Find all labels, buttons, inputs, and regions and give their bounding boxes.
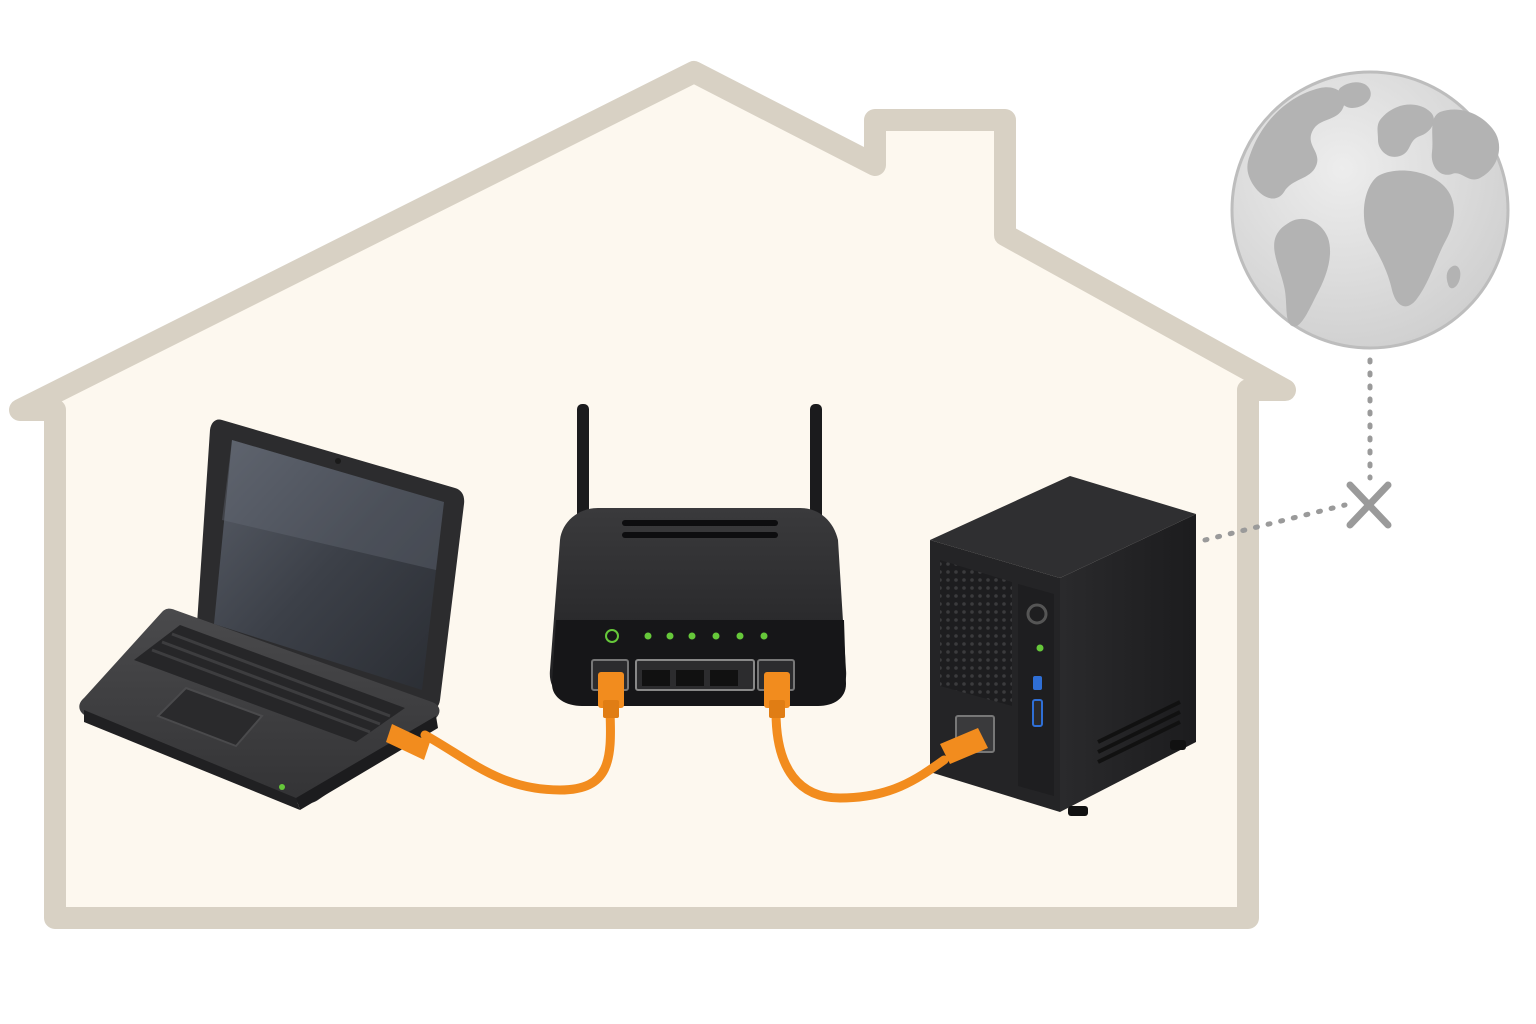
rj45-plug-icon [764, 672, 988, 764]
internet-link-blocked [1202, 357, 1392, 543]
blocked-x-icon [1346, 481, 1392, 529]
globe-icon [1230, 70, 1510, 350]
wireless-router-icon [549, 404, 847, 706]
ethernet-cable-router-nas [764, 672, 988, 803]
nas-server-icon [930, 476, 1196, 816]
rj45-plug-icon [386, 672, 624, 760]
ethernet-cable-laptop-router [386, 672, 624, 795]
laptop-icon [79, 419, 465, 810]
